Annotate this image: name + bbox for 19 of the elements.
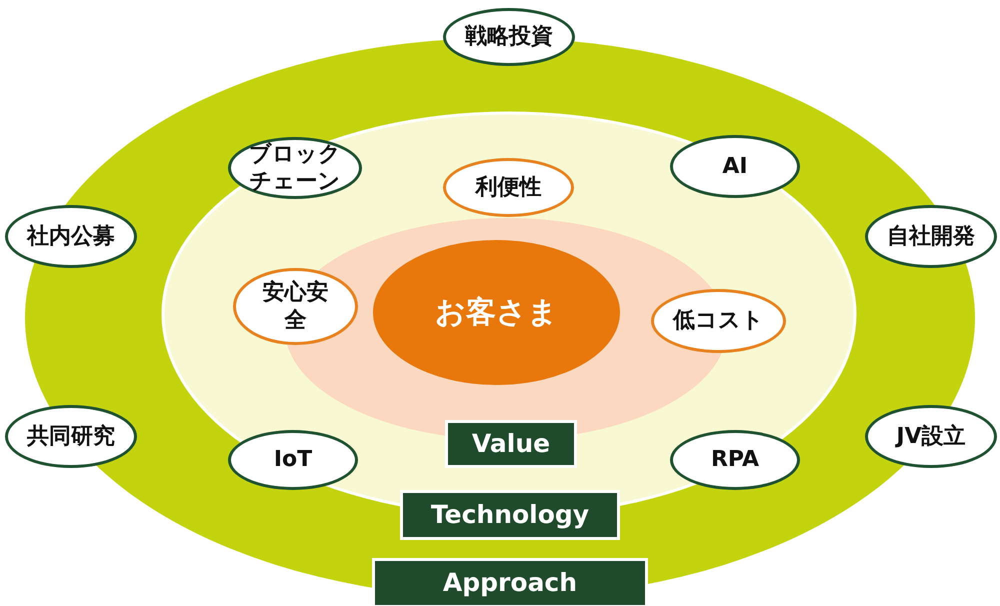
ring-label [372,558,648,606]
node-label: ブロックチェーン [248,140,342,196]
node-label: 社内公募 [26,222,116,250]
ring-label [445,420,577,468]
node-label: Value [470,428,552,460]
node-label: IoT [272,446,314,474]
node-label: AI [721,152,749,180]
node-label: 低コスト [671,307,765,335]
node-label: 自社開発 [886,222,976,250]
node-label: JV設立 [894,422,967,450]
node-label: Approach [442,567,578,599]
node-label: Technology [430,499,590,531]
node-label: 利便性 [474,174,542,202]
node-label: 共同研究 [26,422,116,450]
node-label: お客さま [434,294,559,332]
node-label: RPA [710,446,760,474]
node-label: 戦略投資 [464,23,554,51]
node-label: 安心安全 [262,279,330,334]
ring-label [400,490,620,540]
